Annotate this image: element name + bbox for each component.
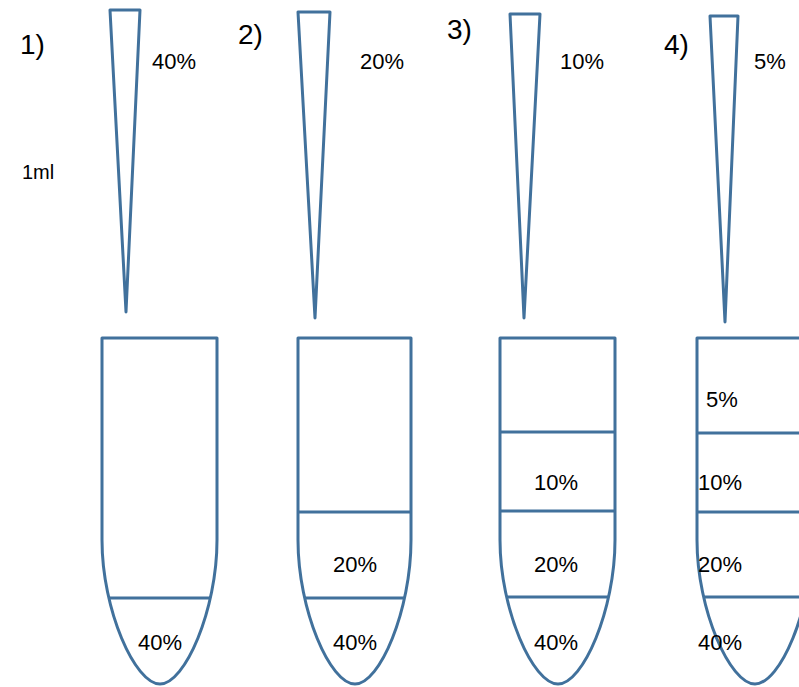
layer-percent: 10% <box>698 470 742 495</box>
layer-lines <box>290 512 420 598</box>
layer-lines <box>490 432 625 597</box>
layer-percent: 40% <box>138 630 182 655</box>
volume-label: 1ml <box>22 161 54 184</box>
layer-percent: 20% <box>333 552 377 577</box>
pipette-tip <box>298 12 330 318</box>
gradient-layer: 20% <box>530 550 582 579</box>
gradient-layer: 10% <box>694 468 746 497</box>
gradient-layer: 20% <box>694 550 746 579</box>
step-number: 1) <box>20 29 45 61</box>
tube-outline <box>697 338 799 684</box>
pipette-tip <box>110 10 140 312</box>
pipette-tip <box>510 14 540 318</box>
layer-percent: 40% <box>333 630 377 655</box>
gradient-layer: 40% <box>694 628 746 657</box>
tube-outline <box>102 338 217 684</box>
pipette-percent: 20% <box>360 49 404 74</box>
layer-percent: 40% <box>698 630 742 655</box>
layer-percent: 20% <box>698 552 742 577</box>
layer-percent: 10% <box>534 470 578 495</box>
pipette-percent: 10% <box>560 49 604 74</box>
step-number: 3) <box>447 14 472 46</box>
pipette-percent: 5% <box>754 49 786 74</box>
pipette-tip <box>710 16 738 322</box>
gradient-layer: 40% <box>530 628 582 657</box>
gradient-layer: 20% <box>329 550 381 579</box>
gradient-layer: 40% <box>329 628 381 657</box>
step-number: 4) <box>664 29 689 61</box>
gradient-layer: 40% <box>134 628 186 657</box>
layer-percent: 5% <box>706 387 738 412</box>
gradient-layer: 10% <box>530 468 582 497</box>
layer-lines <box>690 433 799 597</box>
step-number: 2) <box>238 19 263 51</box>
layer-percent: 20% <box>534 552 578 577</box>
pipette-percent: 40% <box>152 49 196 74</box>
tube-outline <box>500 338 615 684</box>
gradient-layer: 5% <box>702 385 742 414</box>
layer-percent: 40% <box>534 630 578 655</box>
tube-outline <box>298 338 411 684</box>
